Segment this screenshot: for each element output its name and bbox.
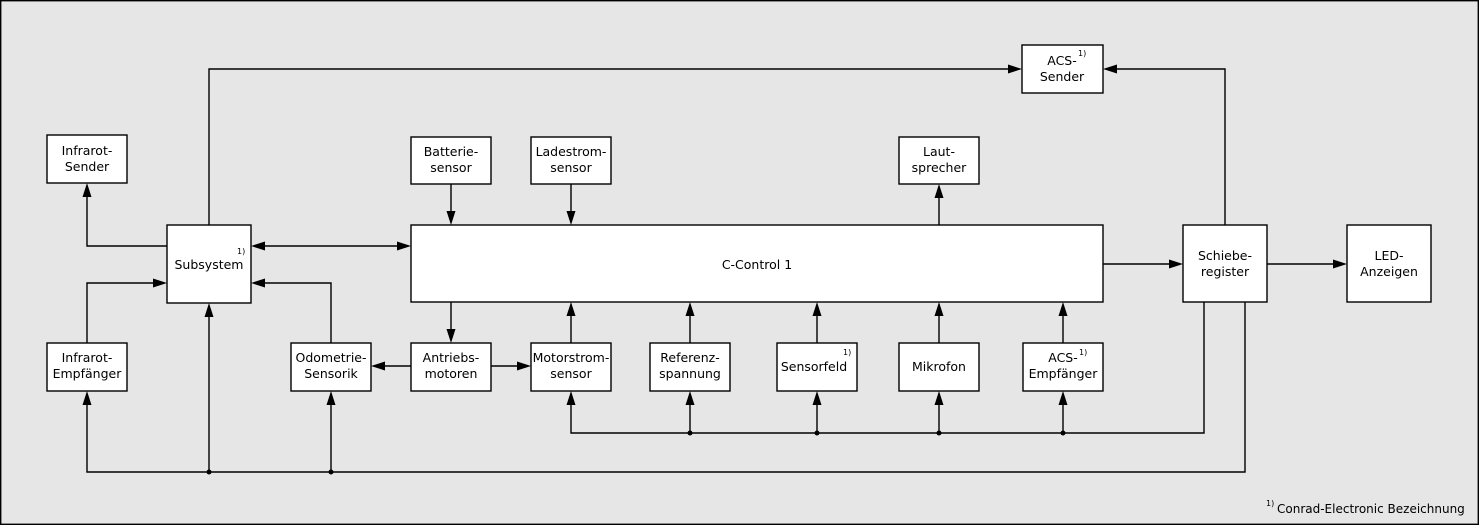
batteriesensor-label-2: sensor [430, 160, 472, 175]
infrarot-empfaenger-label-2: Empfänger [53, 366, 123, 381]
ladestromsensor-label-2: sensor [550, 160, 592, 175]
arrowhead-c-control-sensorfeld [812, 302, 822, 316]
schieberegister-label-1: Schiebe- [1198, 248, 1252, 263]
infrarot-sender-label-1: Infrarot- [62, 143, 113, 158]
acs-sender-label-1: ACS- [1047, 53, 1077, 68]
line-subsystem-to-acs-sender [208, 68, 1012, 225]
junction-dot [687, 430, 693, 436]
footnote: 1) Conrad-Electronic Bezeichnung [1266, 499, 1465, 516]
odometrie-label-1: Odometrie- [295, 350, 366, 365]
batteriesensor-block: Batterie- sensor [410, 136, 492, 185]
junction-dot [936, 430, 942, 436]
sensorfeld-footnote-mark: 1) [843, 348, 851, 357]
subsystem-label: Subsystem [175, 257, 244, 272]
referenzspannung-label-1: Referenz- [660, 350, 719, 365]
acs-sender-block: ACS- Sender 1) [1021, 44, 1104, 94]
antriebsmotoren-block: Antriebs- motoren [410, 342, 492, 392]
acs-empfaenger-label-2: Empfänger [1029, 366, 1099, 381]
junction-dot [814, 430, 820, 436]
arrowhead-antriebsmotoren [446, 329, 456, 343]
arrowhead-odometrie [371, 361, 385, 371]
arrowhead-infrarot-empfaenger-bottom [82, 391, 92, 405]
infrarot-empfaenger-label-1: Infrarot- [62, 350, 113, 365]
arrowhead-subsystem-odometrie [251, 278, 265, 288]
arrowhead-lautsprecher [934, 184, 944, 198]
infrarot-empfaenger-block: Infrarot- Empfänger [46, 342, 128, 392]
arrowhead-acs-sender-right [1103, 64, 1117, 74]
footnote-mark: 1) [1266, 499, 1274, 508]
arrowhead-subsystem-right [251, 241, 265, 251]
acs-empfaenger-footnote-mark: 1) [1079, 348, 1087, 357]
lautsprecher-block: Laut- sprecher [898, 136, 980, 185]
arrowhead-c-control-motorstrom [566, 302, 576, 316]
arrowhead-infrarot-sender [82, 183, 92, 197]
line-odometrie-to-subsystem [261, 282, 332, 343]
led-anzeigen-label-2: Anzeigen [1360, 264, 1418, 279]
acs-empfaenger-label-1: ACS- [1048, 350, 1078, 365]
arrowhead-c-control-referenz [685, 302, 695, 316]
arrowhead-ladestromsensor [566, 211, 576, 225]
schieberegister-block: Schiebe- register [1182, 224, 1268, 303]
arrowhead-c-control-mikrofon [934, 302, 944, 316]
arrowhead-c-control-acs [1058, 302, 1068, 316]
arrowhead-mikrofon-bottom [934, 391, 944, 405]
schieberegister-label-2: register [1201, 264, 1250, 279]
motorstromsensor-label-2: sensor [550, 366, 592, 381]
sensorfeld-label: Sensorfeld [781, 359, 847, 374]
antriebsmotoren-label-2: motoren [425, 366, 478, 381]
arrowhead-sensorfeld-bottom [812, 391, 822, 405]
lautsprecher-label-2: sprecher [912, 160, 967, 175]
arrowhead-led-anzeigen [1333, 259, 1347, 269]
arrowhead-referenzspannung-bottom [685, 391, 695, 405]
motorstromsensor-label-1: Motorstrom- [533, 350, 610, 365]
referenzspannung-block: Referenz- spannung [649, 342, 731, 392]
arrowhead-subsystem-bottom [204, 303, 214, 317]
ladestromsensor-label-1: Ladestrom- [536, 144, 607, 159]
motorstromsensor-block: Motorstrom- sensor [530, 342, 612, 392]
arrowhead-acs-sender-left [1008, 64, 1022, 74]
arrowhead-motorstromsensor-bottom [566, 391, 576, 405]
c-control-label: C-Control 1 [722, 257, 792, 272]
footnote-text: Conrad-Electronic Bezeichnung [1277, 502, 1465, 516]
mikrofon-label: Mikrofon [912, 359, 966, 374]
mikrofon-block: Mikrofon [898, 342, 980, 392]
ladestromsensor-block: Ladestrom- sensor [530, 136, 612, 185]
sensorfeld-block: Sensorfeld 1) [776, 342, 858, 392]
arrowhead-acs-empfaenger-bottom [1058, 391, 1068, 405]
c-control-block: C-Control 1 [410, 224, 1104, 303]
arrowhead-subsystem-left [153, 278, 167, 288]
junction-dot [1060, 430, 1066, 436]
arrowhead-odometrie-bottom [326, 391, 336, 405]
infrarot-sender-label-2: Sender [65, 159, 110, 174]
line-schieberegister-to-acs-sender [1113, 68, 1226, 225]
odometrie-block: Odometrie- Sensorik [290, 342, 372, 392]
arrowhead-motorstromsensor-left [517, 361, 531, 371]
antriebsmotoren-label-1: Antriebs- [423, 350, 480, 365]
junction-dot [328, 469, 334, 475]
arrowhead-batteriesensor [446, 211, 456, 225]
acs-sender-footnote-mark: 1) [1078, 49, 1086, 58]
line-schieberegister-bus-1 [570, 302, 1205, 434]
infrarot-sender-block: Infrarot- Sender [46, 134, 128, 184]
connections [82, 64, 1347, 475]
arrowhead-schieberegister [1169, 259, 1183, 269]
junction-dot [206, 469, 212, 475]
referenzspannung-label-2: spannung [659, 366, 721, 381]
arrowhead-c-control-left [397, 241, 411, 251]
acs-empfaenger-block: ACS- Empfänger 1) [1022, 342, 1104, 392]
lautsprecher-label-1: Laut- [923, 144, 955, 159]
line-subsystem-to-infrarot-sender [86, 193, 167, 247]
subsystem-footnote-mark: 1) [237, 247, 245, 256]
led-anzeigen-label-1: LED- [1375, 248, 1404, 263]
line-schieberegister-bus-2 [86, 302, 1246, 473]
acs-sender-label-2: Sender [1040, 69, 1085, 84]
subsystem-block: Subsystem 1) [166, 224, 252, 304]
odometrie-label-2: Sensorik [304, 366, 358, 381]
line-infrarot-empfaenger-to-subsystem [86, 282, 157, 343]
led-anzeigen-block: LED- Anzeigen [1346, 224, 1432, 303]
batteriesensor-label-1: Batterie- [424, 144, 479, 159]
